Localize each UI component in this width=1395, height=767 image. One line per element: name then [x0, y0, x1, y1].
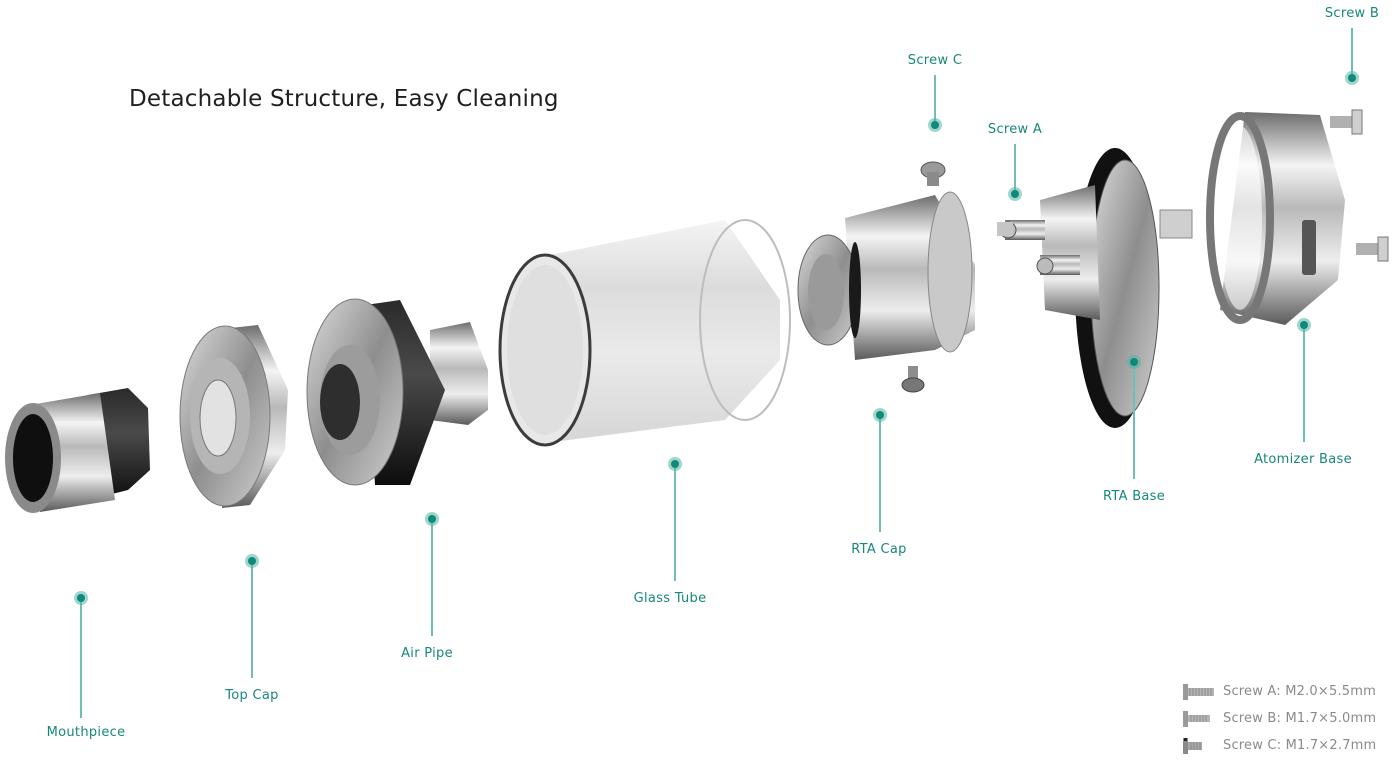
legend-text: Screw A: M2.0×5.5mm: [1223, 684, 1376, 699]
leader-line: [251, 561, 253, 678]
callout-dot-icon: [245, 554, 259, 568]
label-top-cap: Top Cap: [225, 688, 279, 703]
legend-item-screw-a: Screw A: M2.0×5.5mm: [1182, 678, 1376, 705]
callout-dot-icon: [1127, 355, 1141, 369]
callout-dot-icon: [74, 591, 88, 605]
callout-dot-icon: [928, 118, 942, 132]
callout-dot-icon: [873, 408, 887, 422]
rta-base-part: [999, 148, 1193, 428]
page-title: Detachable Structure, Easy Cleaning: [129, 86, 559, 112]
legend-text: Screw C: M1.7×2.7mm: [1223, 738, 1377, 753]
air-pipe-part: [306, 298, 488, 486]
label-screw-b: Screw B: [1324, 6, 1380, 21]
leader-line: [879, 415, 881, 532]
screw-a-icon: [1183, 683, 1214, 700]
legend-text: Screw B: M1.7×5.0mm: [1223, 711, 1377, 726]
mouthpiece-part: [5, 388, 150, 513]
label-rta-cap: RTA Cap: [851, 542, 907, 557]
label-air-pipe: Air Pipe: [401, 646, 453, 661]
leader-line: [1014, 144, 1016, 194]
leader-line: [1133, 362, 1135, 479]
callout-dot-icon: [425, 512, 439, 526]
leader-line: [1351, 28, 1353, 78]
atomizer-base-part: [997, 109, 1389, 325]
label-screw-a: Screw A: [987, 122, 1043, 137]
glass-tube-part: [498, 219, 791, 447]
label-atomizer-base: Atomizer Base: [1254, 452, 1352, 467]
label-rta-base: RTA Base: [1102, 489, 1166, 504]
label-mouthpiece: Mouthpiece: [46, 725, 126, 740]
legend-item-screw-c: Screw C: M1.7×2.7mm: [1182, 732, 1376, 759]
label-screw-c: Screw C: [907, 53, 963, 68]
top-cap-part: [179, 325, 288, 508]
leader-line: [674, 464, 676, 581]
leader-line: [431, 519, 433, 636]
screw-b-icon: [1183, 710, 1210, 727]
screw-c-icon: [1183, 737, 1202, 754]
callout-dot-icon: [1345, 71, 1359, 85]
leader-line: [80, 598, 82, 718]
rta-cap-part: [797, 161, 975, 393]
callout-dot-icon: [1008, 187, 1022, 201]
leader-line: [1303, 325, 1305, 442]
callout-dot-icon: [1297, 318, 1311, 332]
legend-item-screw-b: Screw B: M1.7×5.0mm: [1182, 705, 1376, 732]
leader-line: [934, 75, 936, 125]
screw-legend: Screw A: M2.0×5.5mm Screw B: M1.7×5.0mm …: [1182, 678, 1376, 759]
callout-dot-icon: [668, 457, 682, 471]
label-glass-tube: Glass Tube: [633, 591, 707, 606]
